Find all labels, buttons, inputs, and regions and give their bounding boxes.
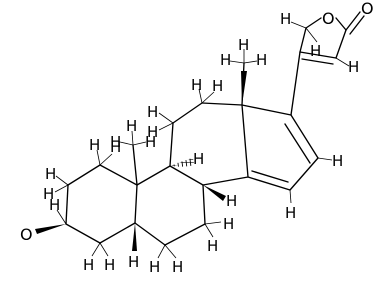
bond-c13-c12 [201,102,243,106]
h-label: H [191,76,202,94]
h-label: H [332,152,343,170]
h-label: H [128,253,139,271]
wedge-bond-c3-oh [35,224,66,234]
bond-carbonyl-o-double [349,15,365,35]
h-label: H [212,77,223,95]
bond-c12-c11 [172,102,203,124]
h-label-c9: H [193,150,204,168]
bond-c17-c16 [290,114,319,159]
bond-c6-c7 [164,223,206,246]
h-label: H [238,36,249,54]
bond-ch-c-double [299,51,337,59]
h-label: H [172,258,183,276]
h-label: H [110,133,121,151]
bond-c9-c8 [169,165,204,186]
h-label: H [45,165,56,183]
h-label: H [147,103,158,121]
hydrogen-labels: H H H H H H H H H H H H H H H H H H H H … [43,10,359,276]
bond-o-carbonyl [335,17,347,31]
bond-c15-c14-double [251,170,289,183]
h-label: H [149,258,160,276]
hydrogen-stubs [54,21,350,259]
h-label: H [126,117,137,135]
bond-c17-c16-double [284,123,311,164]
h-label: H [220,51,231,69]
carbonyl-oxygen-label: O [361,0,374,18]
h-label: H [43,185,54,203]
h-label: H [348,58,359,76]
bond-c10-c5 [134,184,138,224]
ring-a [65,164,138,244]
h-label: H [285,204,296,222]
h-label: H [89,136,100,154]
h-label: H [104,256,115,274]
bond-c15-c14 [247,176,291,191]
bond-c3-c4 [65,223,101,244]
h-label: H [110,138,121,156]
bond-c4-c5 [99,222,136,244]
ring-d [241,51,319,191]
ring-c [169,62,249,186]
bond-c10-c19-methyl [132,144,138,186]
bond-c20-c17 [290,51,301,116]
bond-carbonyl-ch [335,29,347,59]
bond-c8-c14 [202,176,249,186]
h-label: H [83,256,94,274]
bond-c17-c13 [241,104,292,116]
h-label: H [147,123,158,141]
bond-c5-c6 [134,222,166,246]
h-label: H [280,10,291,28]
h-label: H [223,215,234,233]
bond-ch2-o [305,17,322,29]
hydroxyl-oxygen-label: O [20,225,33,244]
bond-c9-c10 [136,165,171,186]
wedge-bond-c5-h [132,223,137,251]
bond-carbonyl-o [345,11,361,31]
bond-c7-c8 [202,184,206,225]
ring-b [132,144,206,246]
wedge-bond-c13-methyl [241,71,247,105]
h-label: H [49,196,60,214]
wedge-bond-c8-h [203,185,226,201]
bond-ch-c-double-inner [301,58,334,65]
bond-c11-c9 [169,122,174,167]
h-label-c8: H [226,192,237,210]
h-label: H [310,42,321,60]
h-label: H [256,51,267,69]
bond-c16-c15 [289,157,319,191]
stereo-bonds [35,71,247,251]
bond-c-ch2-lactone [299,27,307,53]
bond-c10-c1 [99,164,138,186]
h-label: H [145,133,156,151]
hash-lines-c9 [173,158,192,167]
ring-oxygen-label: O [322,9,335,28]
bond-c2-c3 [65,184,69,225]
butenolide-ring: O O [299,0,374,65]
bond-c14-c13 [241,104,249,178]
h-label: H [207,237,218,255]
bond-c1-c2 [67,164,101,186]
